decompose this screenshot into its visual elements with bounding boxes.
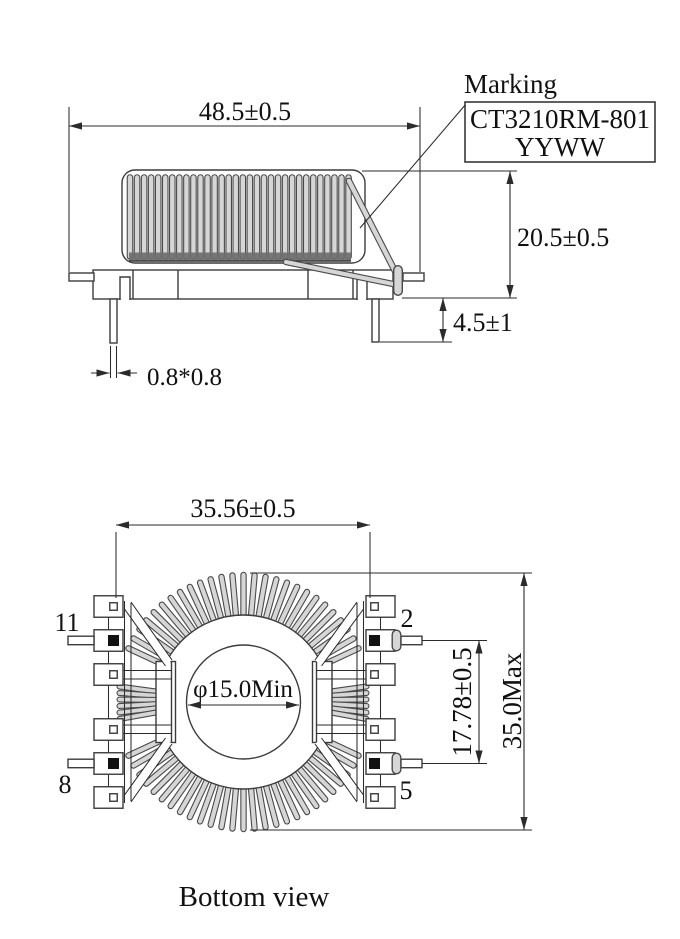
- bottom-view: φ15.0Min 35.56±0.5: [54, 494, 532, 913]
- lead-wire-curved: [282, 258, 397, 288]
- dim-height-label: 20.5±0.5: [517, 223, 609, 252]
- pad-left-row2: [93, 629, 124, 652]
- pad-left-row5: [93, 752, 124, 775]
- dimension-height: 20.5±0.5: [362, 170, 609, 299]
- pad-solder-square: [369, 635, 380, 646]
- pad-left-row3: [93, 663, 124, 686]
- pad-right-row2: [365, 629, 396, 652]
- winding-shadow-band: [129, 252, 351, 261]
- dim-pin-size-label: 0.8*0.8: [147, 364, 222, 391]
- marking-date-code: YYWW: [515, 132, 605, 162]
- pin-right: [371, 298, 380, 343]
- dimension-standoff: 4.5±1: [380, 298, 513, 343]
- bobbin-flange-right: [311, 660, 333, 744]
- side-view: 48.5±0.5 20.5±0.5 4.5±1 0.8*0.8 Marking: [68, 69, 656, 391]
- coil-windings: [126, 174, 352, 260]
- dim-standoff-label: 4.5±1: [453, 308, 513, 337]
- pad-right-row3: [365, 663, 396, 686]
- pad-solder-square: [369, 758, 380, 769]
- pad-left-row1: [93, 595, 124, 618]
- pin-label-2: 2: [401, 604, 414, 633]
- view-caption: Bottom view: [179, 881, 330, 913]
- bobbin-flange-left: [155, 660, 177, 744]
- pad-right-row4: [365, 718, 396, 741]
- pad-left-row4: [93, 718, 124, 741]
- pad-hole-square: [109, 670, 118, 679]
- terminal-pads: [93, 595, 396, 809]
- pad-hole-square: [370, 793, 379, 802]
- pin-label-8: 8: [59, 770, 72, 799]
- pad-connectors: [122, 669, 366, 735]
- dimension-pin-size: 0.8*0.8: [91, 346, 222, 391]
- pad-hole-square: [370, 670, 379, 679]
- pin-label-5: 5: [400, 776, 413, 805]
- pad-hole-square: [109, 602, 118, 611]
- side-stub-wire-right: [402, 272, 425, 282]
- pad-right-row1: [365, 595, 396, 618]
- dim-outer-diameter-label: 35.0Max: [497, 652, 527, 749]
- dimension-overall-width: 48.5±0.5: [68, 97, 421, 272]
- marking-part-number: CT3210RM-801: [470, 104, 650, 134]
- lead-wire-diagonal: [345, 177, 401, 279]
- pin-left: [109, 298, 118, 344]
- pad-hole-square: [370, 725, 379, 734]
- marking-title: Marking: [464, 69, 557, 99]
- dim-pin-pitch-label: 17.78±0.5: [447, 647, 477, 756]
- side-stub-wire-left: [68, 272, 95, 282]
- pad-solder-square: [108, 635, 119, 646]
- base-notch-left: [119, 276, 131, 301]
- dim-inner-hole-label: φ15.0Min: [193, 676, 293, 703]
- bottom-stub-wires: [67, 629, 423, 775]
- pad-hole-square: [370, 602, 379, 611]
- pad-hole-square: [109, 725, 118, 734]
- dimension-inner-hole: φ15.0Min: [188, 676, 299, 709]
- pin-label-11: 11: [54, 608, 79, 637]
- case-edges: [123, 601, 365, 803]
- dimension-pin-span: 35.56±0.5: [115, 494, 371, 598]
- dim-pin-span-label: 35.56±0.5: [190, 494, 295, 523]
- marking-box: [464, 101, 656, 163]
- marking-leader-line: [359, 103, 467, 229]
- pad-solder-square: [108, 758, 119, 769]
- pad-right-row6: [365, 786, 396, 809]
- dim-width-label: 48.5±0.5: [199, 97, 291, 126]
- pad-hole-square: [109, 793, 118, 802]
- dimension-pin-pitch: 17.78±0.5: [422, 639, 487, 765]
- pad-right-row5: [365, 752, 396, 775]
- marking-callout: Marking CT3210RM-801 YYWW: [359, 69, 656, 229]
- dimension-outer-diameter: 35.0Max: [250, 572, 532, 831]
- toroid-winding-fans: [116, 571, 370, 833]
- pad-left-row6: [93, 786, 124, 809]
